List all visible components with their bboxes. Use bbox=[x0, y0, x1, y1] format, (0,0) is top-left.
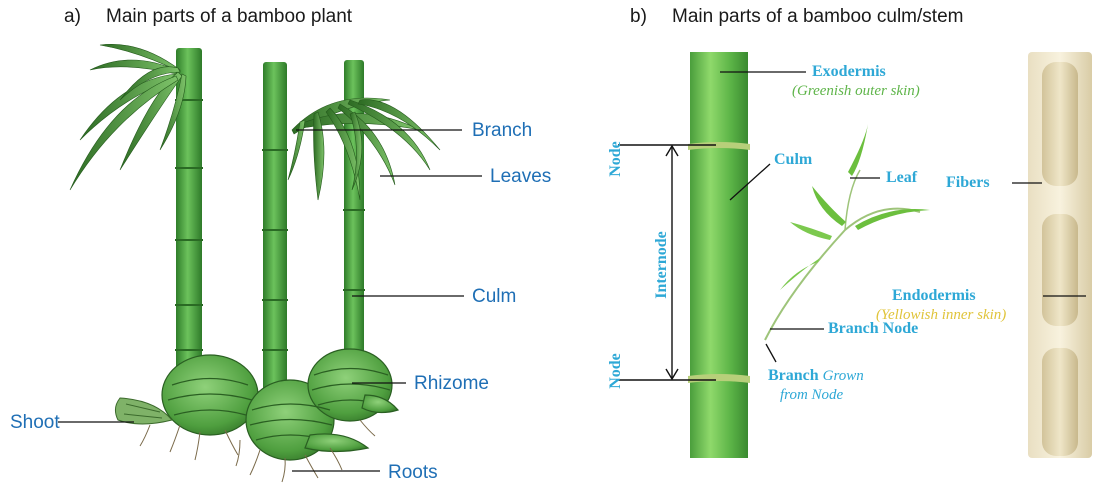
label-branch-grown: Branch Grown bbox=[768, 368, 864, 384]
bamboo-plant-illustration bbox=[0, 0, 580, 492]
green-culm bbox=[688, 52, 750, 458]
label-branch-note-2: from Node bbox=[780, 388, 843, 403]
leaves-left-cluster bbox=[70, 44, 186, 190]
label-branch: Branch bbox=[472, 121, 532, 140]
label-node-bottom: Node bbox=[607, 353, 625, 389]
label-shoot: Shoot bbox=[10, 413, 60, 432]
label-exodermis: Exodermis bbox=[812, 64, 886, 80]
panel-bamboo-culm: b)Main parts of a bamboo culm/stem bbox=[580, 0, 1116, 492]
branch-leader-b bbox=[766, 344, 776, 362]
culm-middle bbox=[262, 62, 288, 392]
label-leaf: Leaf bbox=[886, 170, 917, 186]
label-internode: Internode bbox=[653, 231, 671, 299]
label-endodermis: Endodermis bbox=[892, 288, 976, 304]
label-exodermis-note: (Greenish outer skin) bbox=[792, 84, 920, 99]
label-leaves: Leaves bbox=[490, 167, 551, 186]
label-branch-node: Branch Node bbox=[828, 321, 918, 337]
panel-bamboo-plant: a)Main parts of a bamboo plant bbox=[0, 0, 580, 492]
label-rhizome: Rhizome bbox=[414, 374, 489, 393]
label-roots: Roots bbox=[388, 463, 438, 482]
inner-culm-section bbox=[1028, 52, 1092, 458]
label-branch-note-1: Grown bbox=[823, 368, 864, 384]
label-fibers: Fibers bbox=[946, 175, 990, 191]
label-culm-b: Culm bbox=[774, 152, 812, 168]
label-branch-b: Branch bbox=[768, 367, 819, 384]
label-node-top: Node bbox=[607, 141, 625, 177]
label-culm: Culm bbox=[472, 287, 516, 306]
